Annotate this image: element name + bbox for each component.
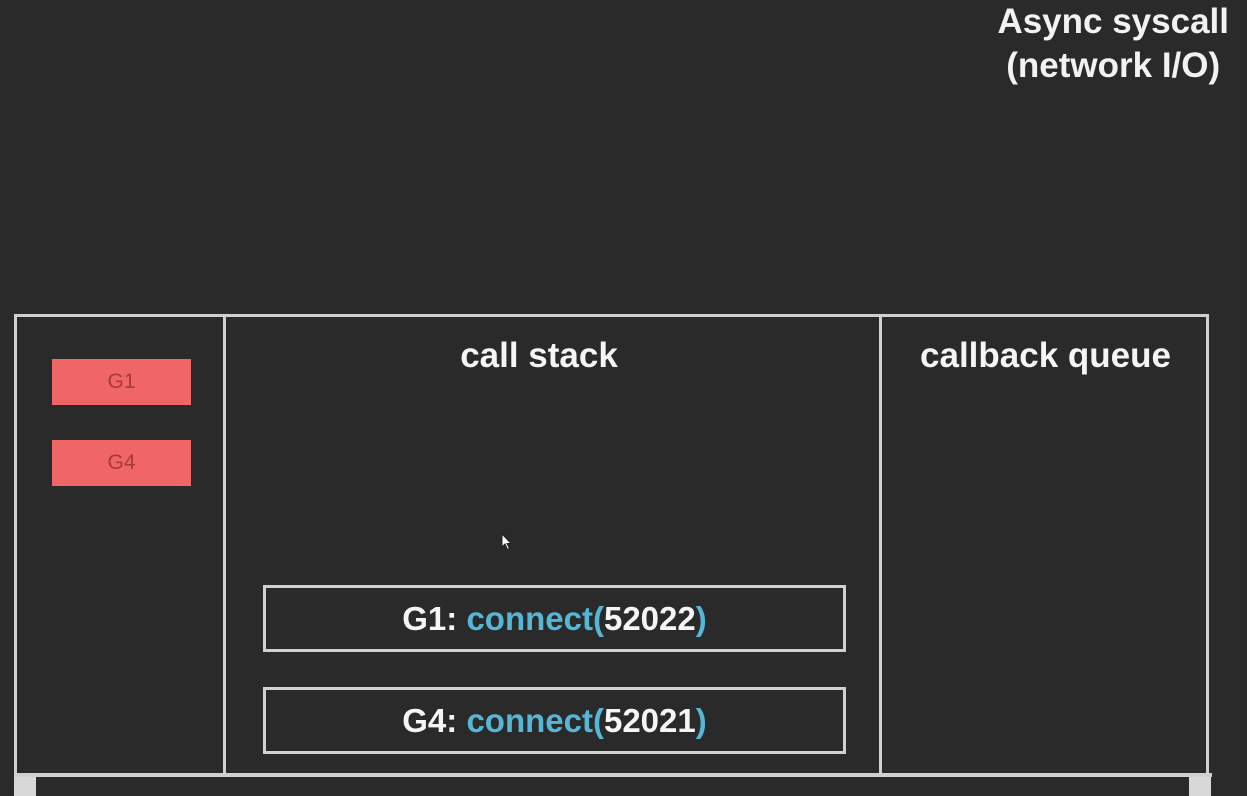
goroutine-chip-g4: G4: [52, 440, 191, 486]
stack-frame-close-paren: ): [695, 600, 707, 637]
goroutine-chip-g1: G1: [52, 359, 191, 405]
call-stack-heading: call stack: [460, 336, 618, 375]
frame-foot-left: [14, 777, 36, 796]
stack-frame-close-paren: ): [695, 702, 707, 739]
frame-bottom-border: [14, 773, 1212, 777]
goroutine-column-divider: [223, 314, 226, 776]
stack-frame-argument: 52021: [603, 702, 696, 739]
stack-frame-g4: G4: connect(52021): [263, 687, 846, 754]
frame-foot-right: [1189, 777, 1211, 796]
callback-column-divider: [879, 314, 882, 776]
callback-queue-heading: callback queue: [920, 336, 1171, 375]
stack-frame-argument: 52022: [603, 600, 696, 637]
stack-frame-g1: G1: connect(52022): [263, 585, 846, 652]
stack-frame-open-paren: (: [592, 600, 604, 637]
runtime-frame: [14, 314, 1209, 784]
stack-frame-open-paren: (: [592, 702, 604, 739]
title-line-2: (network I/O): [1006, 46, 1221, 85]
stack-frame-function: connect: [466, 702, 593, 739]
stack-frame-function: connect: [466, 600, 593, 637]
stack-frame-goroutine: G4:: [402, 702, 458, 739]
diagram-title: Async syscall (network I/O): [997, 0, 1229, 88]
stack-frame-goroutine: G1:: [402, 600, 458, 637]
mouse-pointer-icon: [501, 533, 513, 551]
title-line-1: Async syscall: [997, 2, 1229, 41]
